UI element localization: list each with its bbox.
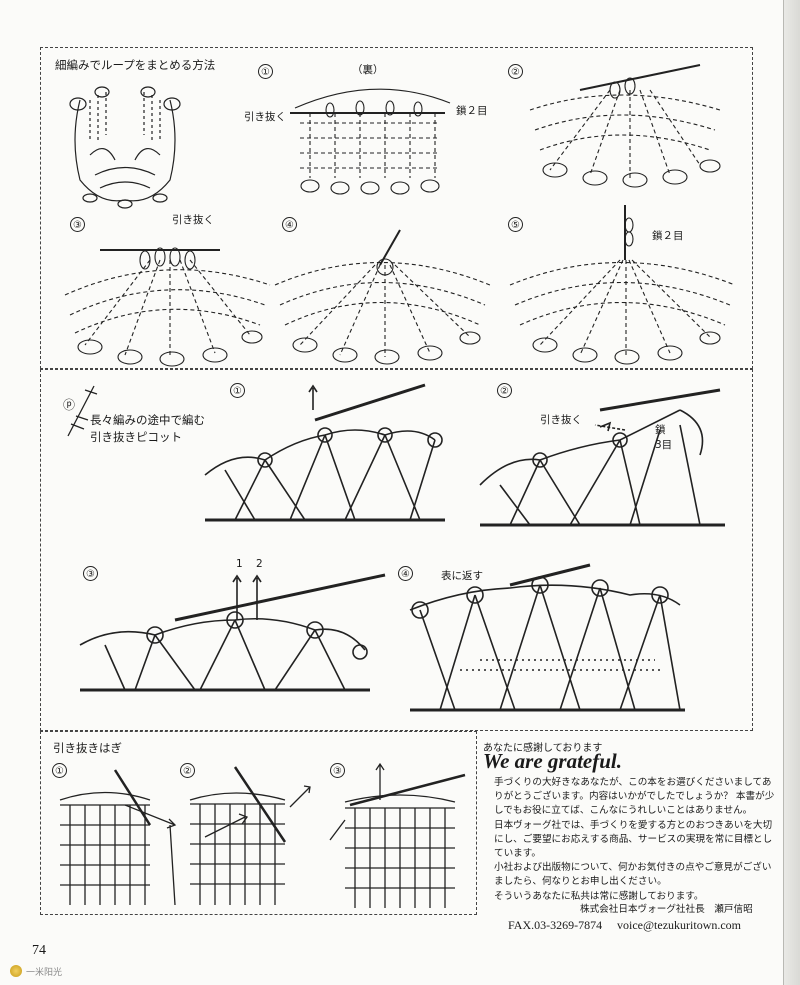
picot-step2-illustration	[479, 388, 725, 527]
step4-fan-illustration	[274, 229, 491, 365]
section-title-picot-line2: 引き抜きピコット	[90, 430, 182, 444]
hagi-step3-illustration	[329, 762, 466, 908]
step-number-2: ②	[508, 64, 523, 79]
picot-step-number-4: ④	[398, 566, 413, 581]
section-title-hikinuki-hagi: 引き抜きはぎ	[53, 741, 122, 755]
picot-step-number-3: ③	[83, 566, 98, 581]
watermark-text: 一米阳光	[26, 967, 63, 978]
step3-fan-illustration	[64, 247, 271, 367]
thanks-email[interactable]: voice@tezukuritown.com	[617, 918, 742, 932]
step5-fan-illustration	[509, 205, 736, 365]
page-right-edge	[783, 0, 800, 985]
page-number: 74	[32, 943, 46, 958]
label-kusari-2-me-b: 鎖２目	[652, 230, 684, 242]
hagi-step-number-1: ①	[52, 763, 67, 778]
picot-label-kusari: 鎖	[655, 424, 666, 436]
loops-overview-illustration	[69, 86, 181, 209]
hagi-step-number-3: ③	[330, 763, 345, 778]
picot-label-3-me: 3目	[655, 439, 673, 451]
section-frame-hikinuki-hagi	[40, 731, 477, 915]
step1-mesh-illustration	[290, 88, 451, 195]
thanks-paragraph-4: そういうあなたに私共は常に感謝しております。	[494, 890, 704, 902]
watermark: 一米阳光	[10, 962, 62, 980]
picot-step4-illustration	[409, 563, 685, 712]
thanks-paragraphs: 手づくりの大好きなあなたが、この本をお選びくださいましてありがとうございます。内…	[494, 776, 779, 904]
watermark-sun-icon	[10, 965, 22, 977]
section-frame-loops	[40, 47, 753, 369]
step-number-5: ⑤	[508, 217, 523, 232]
step2-fan-illustration	[529, 64, 721, 188]
step-number-4: ④	[282, 217, 297, 232]
picot-label-arrow-2: 2	[256, 558, 263, 570]
thanks-jp-heading: あなたに感謝しております	[483, 743, 603, 754]
picot-label-arrow-1: 1	[236, 558, 243, 570]
picot-step-number-2: ②	[497, 383, 512, 398]
thanks-paragraph-3: 小社および出版物について、何かお気付きの点やご意見がございましたら、何なりとお申…	[494, 862, 772, 888]
label-ura: （裏）	[352, 64, 384, 76]
picot-symbol-glyph: ⓟ	[63, 398, 76, 412]
label-hikinuku-1: 引き抜く	[244, 111, 286, 123]
picot-label-omote: 表に返す	[441, 570, 483, 582]
hagi-step-number-2: ②	[180, 763, 195, 778]
thanks-en-heading: We are grateful.	[483, 749, 623, 773]
section-title-loops: 細編みでループをまとめる方法	[55, 58, 216, 72]
section-title-picot-line1: 長々編みの途中で編む	[90, 413, 205, 427]
thanks-signature: 株式会社日本ヴォーグ社社長 瀬戸信昭	[580, 904, 753, 915]
picot-symbol-icon	[67, 385, 98, 437]
picot-step1-illustration	[204, 383, 445, 522]
picot-step3-illustration	[79, 573, 386, 692]
thanks-paragraph-1: 手づくりの大好きなあなたが、この本をお選びくださいましてありがとうございます。内…	[494, 777, 775, 817]
label-kusari-2-me: 鎖２目	[456, 105, 488, 117]
step-number-1: ①	[258, 64, 273, 79]
step-number-3: ③	[70, 217, 85, 232]
thanks-fax: FAX.03-3269-7874	[508, 918, 603, 932]
label-hikinuku-3: 引き抜く	[172, 214, 214, 226]
picot-step-number-1: ①	[230, 383, 245, 398]
hagi-step1-illustration	[59, 769, 177, 906]
picot-label-hikinuku: 引き抜く	[540, 414, 582, 426]
hagi-step2-illustration	[189, 766, 311, 905]
section-frame-picot	[40, 369, 753, 731]
thanks-paragraph-2: 日本ヴォーグ社では、手づくりを愛する方とのおつきあいを大切にし、ご要望にお応えす…	[494, 819, 773, 860]
